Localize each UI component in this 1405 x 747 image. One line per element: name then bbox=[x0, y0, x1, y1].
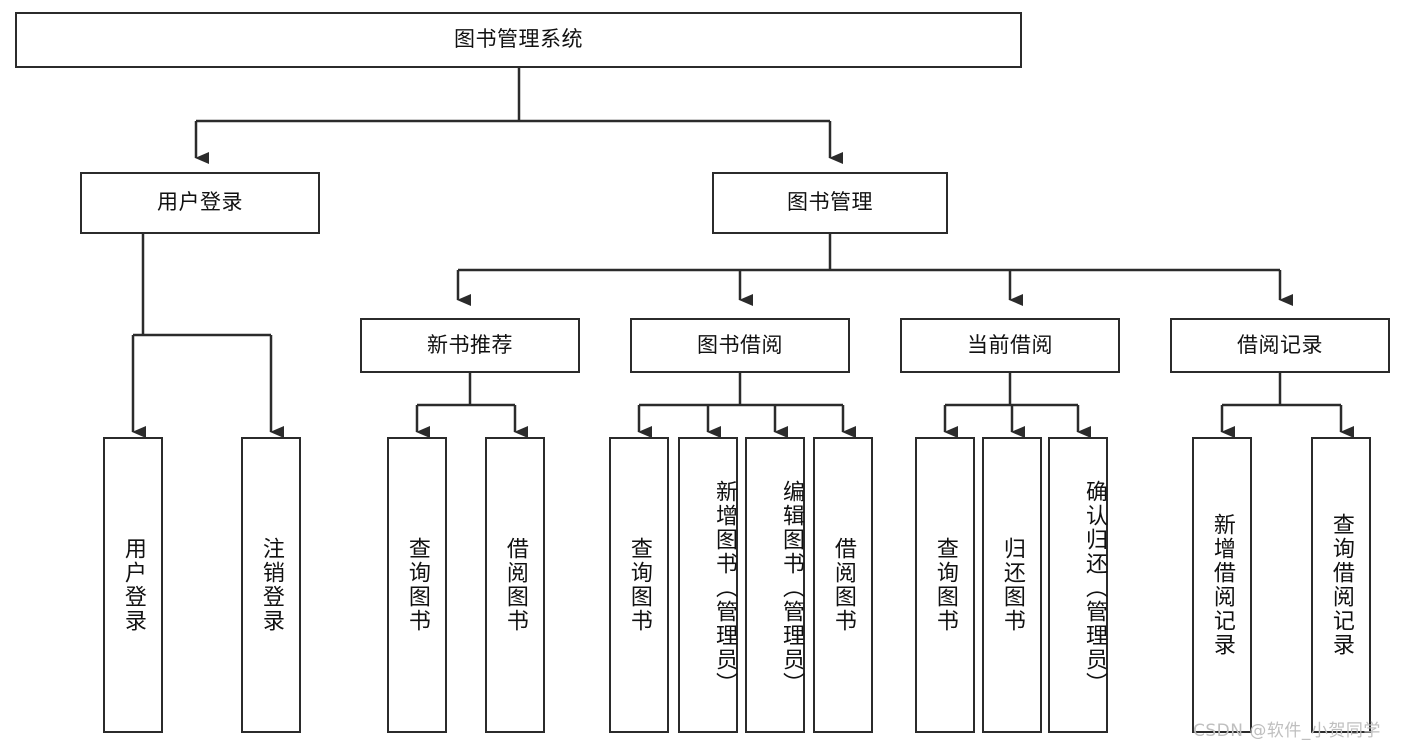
node-root-system[interactable]: 图书管理系统 bbox=[15, 12, 1022, 68]
node-label: 新书推荐 bbox=[427, 332, 513, 357]
node-label: 归还图书 bbox=[999, 537, 1025, 633]
leaf-newbook-query-book[interactable]: 查询图书 bbox=[387, 437, 447, 733]
node-label: 查询图书 bbox=[932, 537, 958, 633]
node-label: 查询借阅记录 bbox=[1328, 513, 1354, 657]
node-label: 新增借阅记录 bbox=[1209, 513, 1235, 657]
node-book-management[interactable]: 图书管理 bbox=[712, 172, 948, 234]
node-label: 借阅图书 bbox=[830, 537, 856, 633]
watermark-text: CSDN @软件_小贺同学 bbox=[1193, 721, 1381, 741]
node-label: 查询图书 bbox=[404, 537, 430, 633]
leaf-borrow-query-book[interactable]: 查询图书 bbox=[609, 437, 669, 733]
leaf-current-query-book[interactable]: 查询图书 bbox=[915, 437, 975, 733]
leaf-borrow-borrow-book[interactable]: 借阅图书 bbox=[813, 437, 873, 733]
node-current-borrow[interactable]: 当前借阅 bbox=[900, 318, 1120, 373]
csdn-watermark: CSDN @软件_小贺同学 bbox=[1193, 716, 1381, 741]
node-borrow-record[interactable]: 借阅记录 bbox=[1170, 318, 1390, 373]
leaf-current-return-book[interactable]: 归还图书 bbox=[982, 437, 1042, 733]
node-label: 编辑图书（管理员） bbox=[779, 480, 804, 696]
node-label: 确认归还（管理员） bbox=[1082, 480, 1107, 696]
node-label: 图书管理 bbox=[787, 190, 873, 215]
leaf-user-login-do[interactable]: 用户登录 bbox=[103, 437, 163, 733]
leaf-borrow-add-book-admin[interactable]: 新增图书（管理员） bbox=[678, 437, 738, 733]
leaf-borrow-edit-book-admin[interactable]: 编辑图书（管理员） bbox=[745, 437, 805, 733]
node-label: 注销登录 bbox=[258, 537, 284, 633]
leaf-newbook-borrow-book[interactable]: 借阅图书 bbox=[485, 437, 545, 733]
node-label: 新增图书（管理员） bbox=[712, 480, 737, 696]
node-label: 用户登录 bbox=[157, 190, 243, 215]
node-new-book-recommend[interactable]: 新书推荐 bbox=[360, 318, 580, 373]
node-label: 图书管理系统 bbox=[454, 27, 583, 52]
node-label: 借阅记录 bbox=[1237, 332, 1323, 357]
leaf-user-logout[interactable]: 注销登录 bbox=[241, 437, 301, 733]
leaf-record-add-record[interactable]: 新增借阅记录 bbox=[1192, 437, 1252, 733]
node-book-borrow[interactable]: 图书借阅 bbox=[630, 318, 850, 373]
node-label: 用户登录 bbox=[120, 537, 146, 633]
node-label: 当前借阅 bbox=[967, 332, 1053, 357]
node-label: 借阅图书 bbox=[502, 537, 528, 633]
leaf-current-confirm-return-admin[interactable]: 确认归还（管理员） bbox=[1048, 437, 1108, 733]
node-label: 图书借阅 bbox=[697, 332, 783, 357]
node-label: 查询图书 bbox=[626, 537, 652, 633]
leaf-record-query-record[interactable]: 查询借阅记录 bbox=[1311, 437, 1371, 733]
node-user-login[interactable]: 用户登录 bbox=[80, 172, 320, 234]
